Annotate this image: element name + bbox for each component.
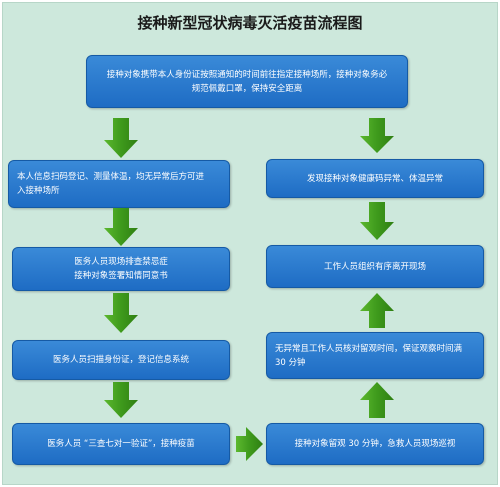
arrow-down-right-1 [360,118,394,153]
step-abnormal-found: 发现接种对象健康码异常、体温异常 [266,159,484,198]
step-check-observation: 无异常且工作人员核对留观时间，保证观察时间满 30 分钟 [266,332,484,379]
step-observe-30min-text: 接种对象留观 30 分钟，急救人员现场巡视 [294,439,456,449]
step-vaccinate-text: 医务人员 “三查七对一验证”，接种疫苗 [47,439,195,449]
arrow-up-2 [360,382,394,418]
arrow-up-1 [360,293,394,328]
arrow-down-1 [104,118,138,158]
step-screen-consent: 医务人员现场排查禁忌症 接种对象签署知情同意书 [12,247,230,291]
step-abnormal-found-text: 发现接种对象健康码异常、体温异常 [306,173,443,184]
diagram-title: 接种新型冠状病毒灭活疫苗流程图 [137,14,363,32]
step-scan-id-text: 医务人员扫描身份证，登记信息系统 [52,355,189,365]
step-register-temperature-text: 本人信息扫码登记、测量体温，均无异常后方可进 入接种场所 [17,172,205,196]
step-arrive-venue: 接种对象携带本人身份证按照通知的时间前往指定接种场所，接种对象务必 规范佩戴口罩… [86,55,408,108]
step-observe-30min: 接种对象留观 30 分钟，急救人员现场巡视 [266,423,484,465]
step-register-temperature: 本人信息扫码登记、测量体温，均无异常后方可进 入接种场所 [8,160,230,208]
arrow-right [236,427,263,461]
step-screen-consent-text: 医务人员现场排查禁忌症 接种对象签署知情同意书 [74,257,168,281]
arrow-down-4 [104,382,138,418]
step-check-observation-text: 无异常且工作人员核对留观时间，保证观察时间满 30 分钟 [275,343,463,368]
arrow-down-right-2 [360,202,394,240]
arrow-down-2 [104,208,138,246]
arrow-down-3 [104,293,138,333]
step-leave-site: 工作人员组织有序离开现场 [266,245,484,288]
step-vaccinate: 医务人员 “三查七对一验证”，接种疫苗 [12,423,230,465]
step-scan-id: 医务人员扫描身份证，登记信息系统 [12,340,230,380]
step-arrive-venue-text: 接种对象携带本人身份证按照通知的时间前往指定接种场所，接种对象务必 规范佩戴口罩… [106,69,388,94]
step-leave-site-text: 工作人员组织有序离开现场 [323,261,426,272]
